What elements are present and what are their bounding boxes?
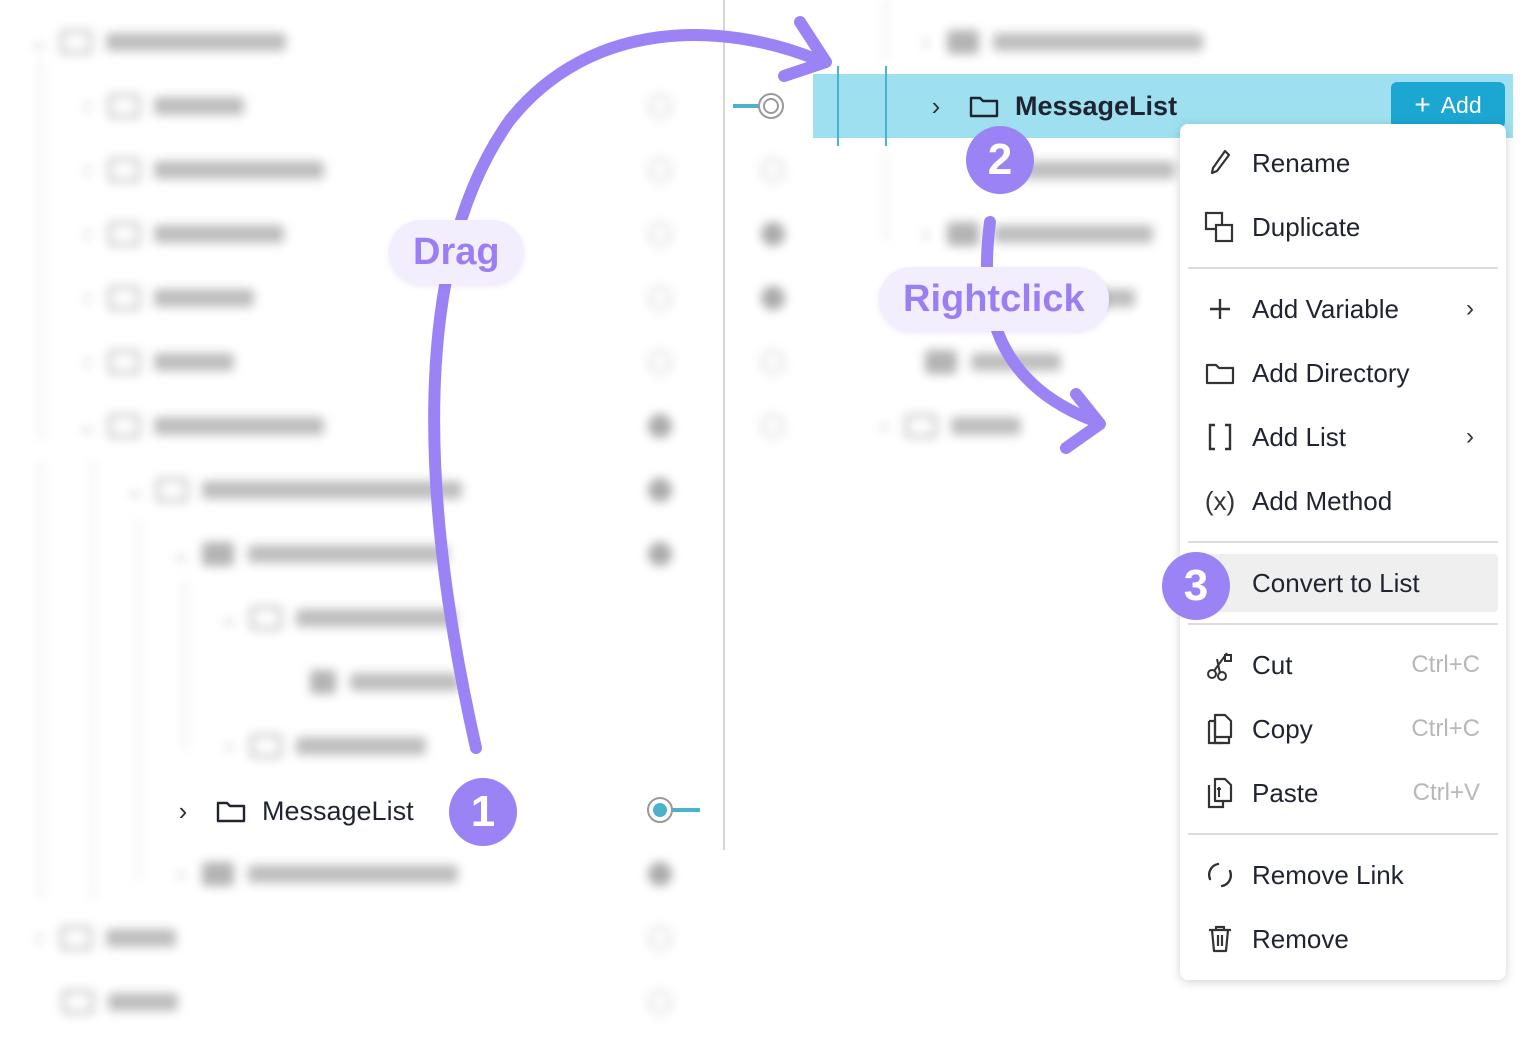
- pane-divider[interactable]: [723, 0, 725, 850]
- tree-item-label: MessageList: [1015, 90, 1178, 121]
- rightclick-annotation-label: Rightclick: [879, 267, 1109, 331]
- left-tree-pane: ⌄ › › › › › ⌄ ⌄ ⌄ ⌄ › › › › MessageList: [0, 0, 724, 1050]
- menu-separator: [1188, 541, 1498, 543]
- menu-item-add-variable[interactable]: Add Variable ›: [1188, 280, 1498, 338]
- menu-item-add-directory[interactable]: Add Directory: [1188, 344, 1498, 402]
- paste-icon: [1200, 776, 1240, 810]
- drag-annotation-label: Drag: [389, 220, 524, 284]
- menu-separator: [1188, 267, 1498, 269]
- menu-item-add-list[interactable]: Add List ›: [1188, 408, 1498, 466]
- trash-icon: [1200, 922, 1240, 956]
- menu-item-copy[interactable]: Copy Ctrl+C: [1188, 700, 1498, 758]
- function-icon: (x): [1204, 485, 1236, 516]
- tree-item-messagelist[interactable]: › MessageList: [170, 788, 414, 834]
- folder-icon: [216, 801, 246, 823]
- add-button[interactable]: + Add: [1391, 82, 1505, 128]
- folder-icon: [1200, 356, 1240, 390]
- tree-item-label: MessageList: [262, 795, 414, 826]
- step-badge-3: 3: [1162, 552, 1230, 620]
- scissors-icon: [1200, 648, 1240, 682]
- blurred-tree-background: ⌄ › › › › › ⌄ ⌄ ⌄ ⌄ › › ›: [0, 0, 724, 1050]
- chevron-right-icon[interactable]: ›: [931, 90, 941, 121]
- menu-item-remove[interactable]: Remove: [1188, 910, 1498, 968]
- duplicate-icon: [1200, 210, 1240, 244]
- folder-icon: [969, 96, 999, 118]
- rightclick-arrow: [980, 216, 1098, 426]
- menu-item-duplicate[interactable]: Duplicate: [1188, 198, 1498, 256]
- menu-item-remove-link[interactable]: Remove Link: [1188, 846, 1498, 904]
- menu-item-convert-to-list[interactable]: Convert to List: [1188, 554, 1498, 612]
- chevron-right-icon: ›: [1466, 295, 1474, 322]
- step-badge-2: 2: [966, 126, 1034, 194]
- plus-icon: +: [1414, 89, 1431, 120]
- chevron-right-icon[interactable]: ›: [178, 795, 188, 826]
- menu-item-cut[interactable]: Cut Ctrl+C: [1188, 636, 1498, 694]
- step-badge-1: 1: [449, 778, 517, 846]
- pencil-icon: [1200, 146, 1240, 180]
- menu-separator: [1188, 623, 1498, 625]
- context-menu: Rename Duplicate Add Variable › Add Dire…: [1180, 124, 1506, 980]
- link-connector-icon-right[interactable]: [731, 88, 795, 124]
- brackets-icon: [1200, 420, 1240, 454]
- copy-icon: [1200, 712, 1240, 746]
- menu-item-paste[interactable]: Paste Ctrl+V: [1188, 764, 1498, 822]
- link-connector-icon[interactable]: [640, 792, 704, 828]
- menu-separator: [1188, 833, 1498, 835]
- drag-arrowhead: [778, 16, 832, 82]
- plus-icon: [1200, 292, 1240, 326]
- chevron-right-icon: ›: [1466, 423, 1474, 450]
- drag-arrow: [428, 29, 824, 754]
- rightclick-arrowhead: [1060, 388, 1106, 454]
- menu-item-rename[interactable]: Rename: [1188, 134, 1498, 192]
- menu-item-add-method[interactable]: (x) Add Method: [1188, 472, 1498, 530]
- unlink-icon: [1200, 858, 1240, 892]
- add-button-label: Add: [1440, 91, 1482, 118]
